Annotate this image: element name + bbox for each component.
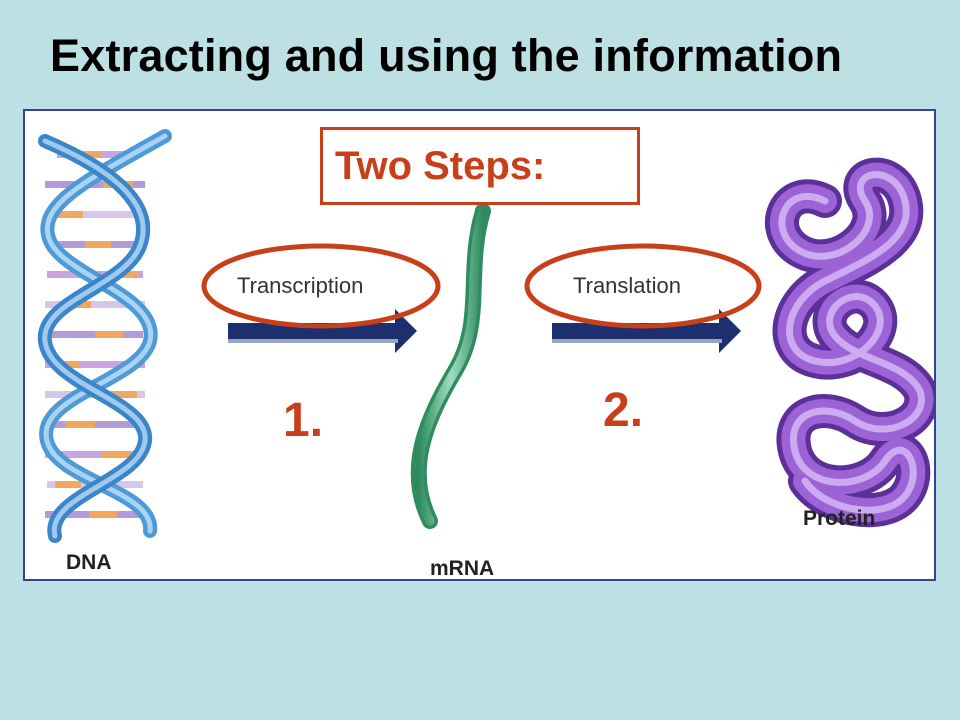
mrna-label: mRNA <box>430 557 495 580</box>
two-steps-heading: Two Steps: <box>335 144 546 188</box>
transcription-highlight-ellipse <box>201 243 441 329</box>
mrna-strand <box>410 203 491 529</box>
dna-label: DNA <box>66 551 112 574</box>
diagram-graphics <box>37 129 934 543</box>
step-number-2: 2. <box>603 384 644 437</box>
protein-structure <box>765 157 934 528</box>
translation-highlight-ellipse <box>524 243 762 329</box>
protein-label: Protein <box>803 507 876 530</box>
central-dogma-figure: Two Steps: Transcription Translation 1. … <box>23 109 936 581</box>
two-steps-box: Two Steps: <box>320 127 640 205</box>
translation-label: Translation <box>573 273 682 298</box>
transcription-label: Transcription <box>237 273 364 298</box>
step-number-1: 1. <box>283 394 324 447</box>
translation-arrow <box>552 309 741 353</box>
slide-title: Extracting and using the information <box>50 30 843 81</box>
transcription-arrow <box>228 309 417 353</box>
dna-helix <box>37 129 172 543</box>
